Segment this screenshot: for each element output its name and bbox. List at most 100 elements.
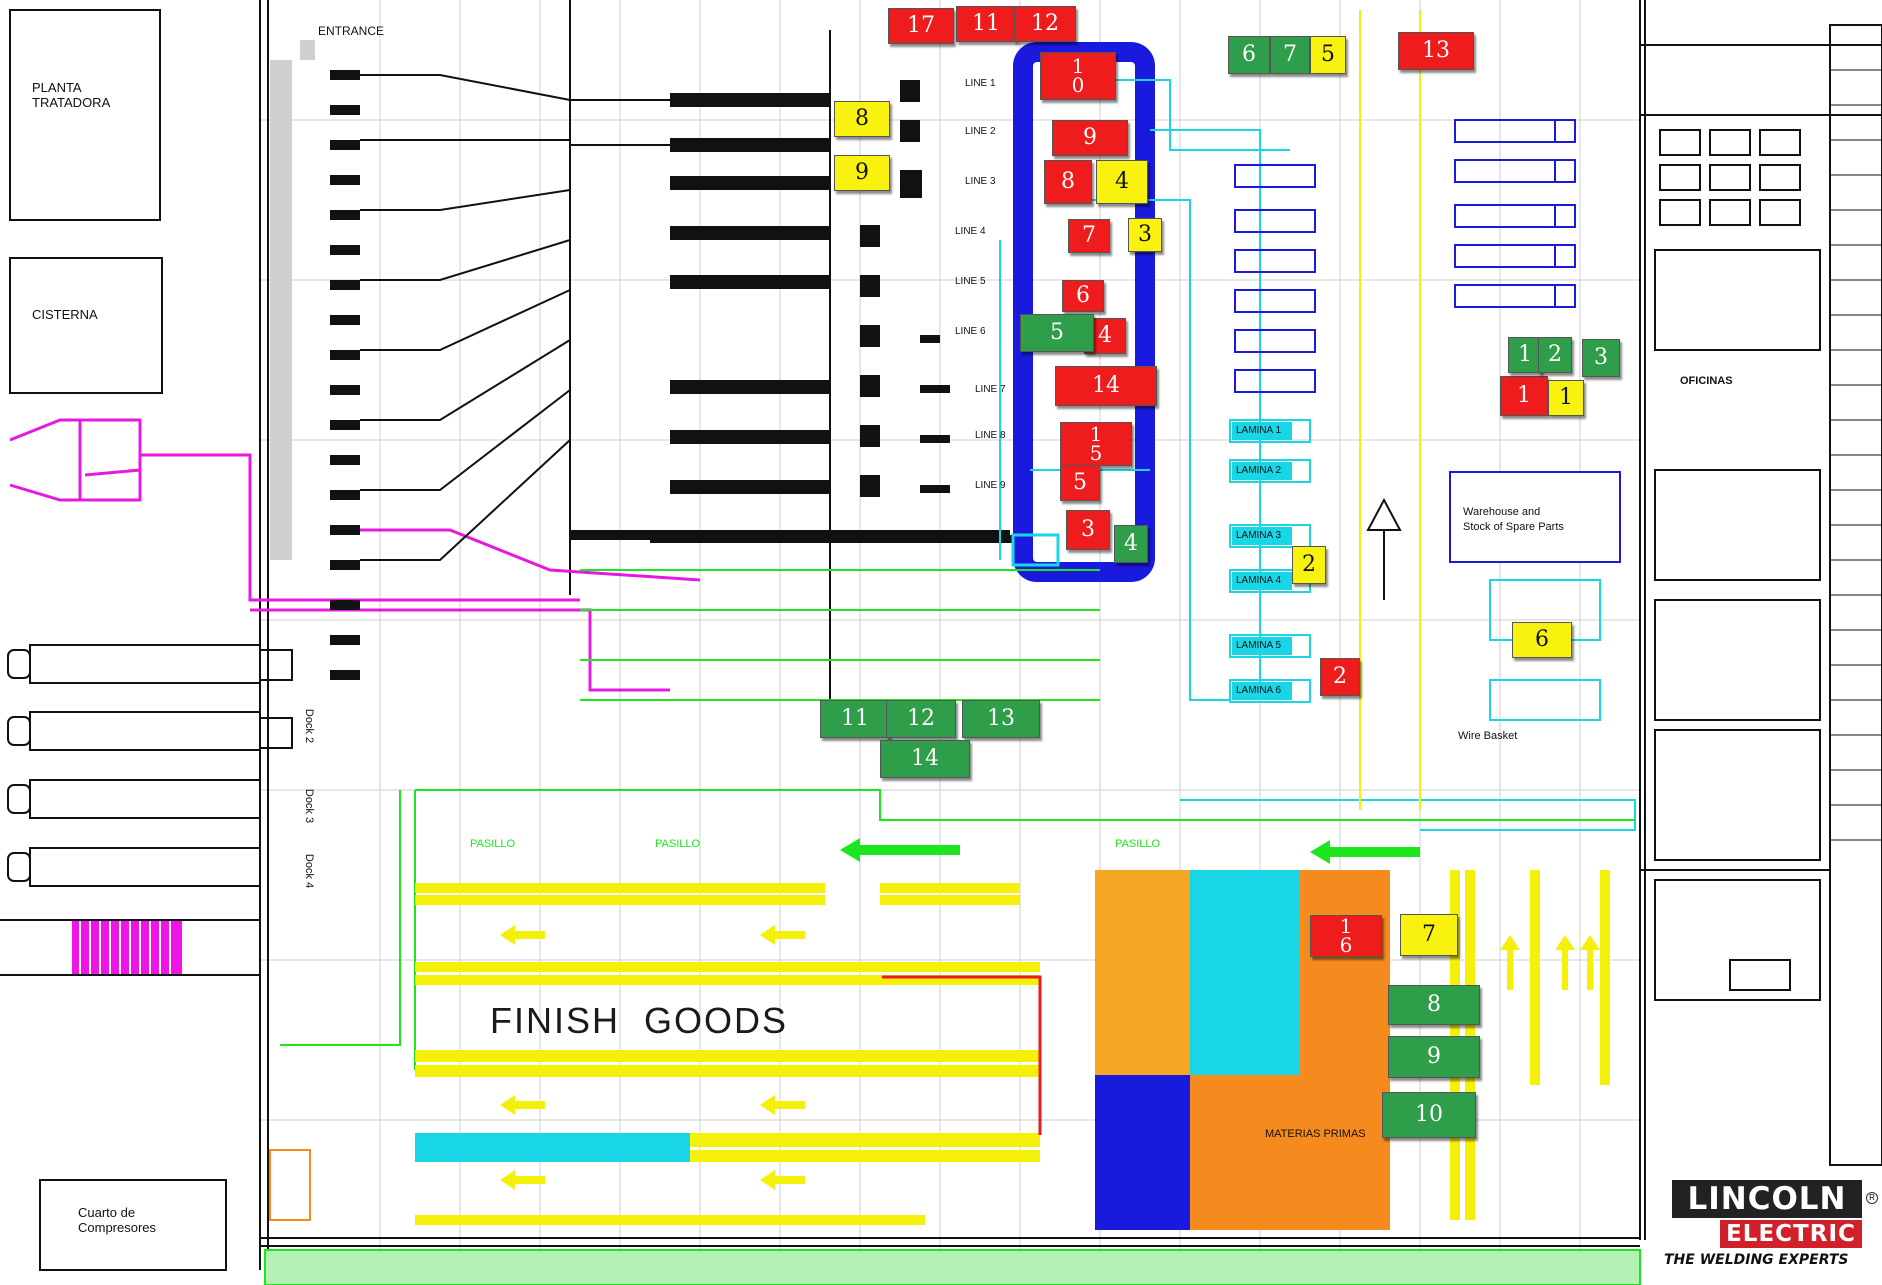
finish-goods-racks xyxy=(415,883,1040,1225)
dock-4-label: Dock 4 xyxy=(303,853,316,889)
lincoln-electric-logo: LINCOLN R ELECTRIC THE WELDING EXPERTS xyxy=(1660,1180,1882,1285)
magenta-piping xyxy=(9,418,701,692)
feeder-lines xyxy=(360,74,700,561)
cyan-rack xyxy=(415,1133,690,1162)
logo-tagline: THE WELDING EXPERTS xyxy=(1664,1252,1849,1268)
dock-2-label: Dock 2 xyxy=(303,708,316,744)
red-marker-6[interactable]: 6 xyxy=(1062,280,1104,312)
green-marker-13[interactable]: 13 xyxy=(962,700,1040,738)
lamina-label: LAMINA 5 xyxy=(1236,640,1282,651)
green-strip xyxy=(264,1249,1641,1285)
green-marker-6[interactable]: 6 xyxy=(1228,36,1270,74)
compressor-block xyxy=(269,1149,311,1221)
dock-3-label: Dock 3 xyxy=(303,788,316,824)
entrance-columns xyxy=(270,40,315,560)
yellow-marker-3[interactable]: 3 xyxy=(1128,218,1162,252)
yellow-marker-4[interactable]: 4 xyxy=(1096,160,1148,204)
finish-goods-label: FINISH GOODS xyxy=(490,1000,789,1041)
lamina-label: LAMINA 1 xyxy=(1236,425,1282,436)
green-marker-10[interactable]: 10 xyxy=(1382,1092,1476,1138)
red-outline xyxy=(882,975,1042,1135)
green-marker-7[interactable]: 7 xyxy=(1270,36,1310,74)
green-marker-4[interactable]: 4 xyxy=(1114,525,1148,563)
red-marker-2[interactable]: 2 xyxy=(1320,658,1360,696)
green-marker-14[interactable]: 14 xyxy=(880,740,970,778)
red-marker-7[interactable]: 7 xyxy=(1068,219,1110,253)
warehouse-label: Warehouse and Stock of Spare Parts xyxy=(1463,506,1564,533)
raw-materials-zones xyxy=(1095,870,1390,1230)
yellow-marker-2[interactable]: 2 xyxy=(1292,546,1326,584)
entrance-label: ENTRANCE xyxy=(318,24,385,38)
line-label: LINE 1 xyxy=(965,78,996,89)
yellow-marker-8[interactable]: 8 xyxy=(834,101,890,137)
line-label: LINE 2 xyxy=(965,126,996,137)
line-label: LINE 4 xyxy=(955,226,986,237)
green-marker-11[interactable]: 11 xyxy=(820,700,890,738)
logo-lincoln-text: LINCOLN xyxy=(1672,1180,1862,1218)
exterior-blocks xyxy=(9,9,227,1271)
background-grid xyxy=(260,0,1640,1270)
blue-machines xyxy=(1234,119,1576,393)
pasillo-label-1: PASILLO xyxy=(470,838,516,850)
red-marker-1[interactable]: 1 xyxy=(1500,376,1548,416)
right-stairs xyxy=(1830,69,1882,841)
green-arrows xyxy=(840,838,1420,864)
red-marker-3[interactable]: 3 xyxy=(1066,510,1110,550)
aisle-arrow xyxy=(1366,497,1402,531)
red-marker-13[interactable]: 13 xyxy=(1398,32,1474,70)
red-marker-11[interactable]: 11 xyxy=(956,6,1016,42)
planta-tratadora-label: PLANTA TRATADORA xyxy=(32,80,111,110)
green-marker-12[interactable]: 12 xyxy=(886,700,956,738)
green-marker-3[interactable]: 3 xyxy=(1582,339,1620,377)
red-marker-15[interactable]: 1 5 xyxy=(1060,422,1132,466)
lamina-label: LAMINA 3 xyxy=(1236,530,1282,541)
registered-icon: R xyxy=(1866,1192,1878,1204)
yellow-marker-9[interactable]: 9 xyxy=(834,155,890,191)
yellow-marker-6[interactable]: 6 xyxy=(1512,622,1572,658)
warehouse-box xyxy=(1449,471,1621,563)
green-marker-1[interactable]: 1 xyxy=(1508,337,1542,373)
cisterna-label: CISTERNA xyxy=(32,307,98,322)
line-label: LINE 9 xyxy=(975,480,1006,491)
green-marker-5[interactable]: 5 xyxy=(1020,314,1094,352)
truck-docks xyxy=(7,644,293,887)
red-marker-5[interactable]: 5 xyxy=(1060,465,1100,501)
welding-stations-left xyxy=(330,70,360,680)
left-arrows xyxy=(500,925,805,1190)
line-label: LINE 8 xyxy=(975,430,1006,441)
red-marker-8[interactable]: 8 xyxy=(1044,160,1092,204)
pasillo-label-2: PASILLO xyxy=(655,838,701,850)
lamina-label: LAMINA 6 xyxy=(1236,685,1282,696)
oficinas-label: OFICINAS xyxy=(1680,375,1733,387)
green-marker-8[interactable]: 8 xyxy=(1388,985,1480,1025)
wire-basket-label: Wire Basket xyxy=(1458,730,1518,742)
yellow-marker-5[interactable]: 5 xyxy=(1310,36,1346,74)
lamina-fills xyxy=(1232,422,1292,700)
line-label: LINE 6 xyxy=(955,326,986,337)
green-marker-9[interactable]: 9 xyxy=(1388,1036,1480,1078)
pasillo-label-3: PASILLO xyxy=(1115,838,1161,850)
line-label: LINE 7 xyxy=(975,384,1006,395)
red-marker-17[interactable]: 17 xyxy=(888,8,954,44)
red-marker-16[interactable]: 1 6 xyxy=(1310,915,1382,957)
aisle-yellow-lines xyxy=(1359,10,1421,810)
magenta-ramp xyxy=(0,919,260,976)
up-arrows xyxy=(1500,935,1600,990)
green-marker-2[interactable]: 2 xyxy=(1538,337,1572,373)
red-marker-9[interactable]: 9 xyxy=(1052,120,1128,156)
compresores-label: Cuarto de Compresores xyxy=(78,1205,157,1235)
office-area xyxy=(1654,129,1821,1001)
line-label: LINE 3 xyxy=(965,176,996,187)
yellow-marker-1[interactable]: 1 xyxy=(1548,380,1584,416)
logo-electric-text: ELECTRIC xyxy=(1720,1220,1862,1248)
materias-primas-label: MATERIAS PRIMAS xyxy=(1265,1128,1366,1140)
green-paths xyxy=(280,569,1635,1070)
production-lines xyxy=(570,93,1020,543)
lamina-label: LAMINA 2 xyxy=(1236,465,1282,476)
red-marker-12[interactable]: 12 xyxy=(1014,6,1076,42)
yellow-marker-7[interactable]: 7 xyxy=(1400,914,1458,956)
red-marker-10[interactable]: 1 0 xyxy=(1040,52,1116,100)
red-marker-14[interactable]: 14 xyxy=(1055,366,1157,406)
lamina-label: LAMINA 4 xyxy=(1236,575,1282,586)
